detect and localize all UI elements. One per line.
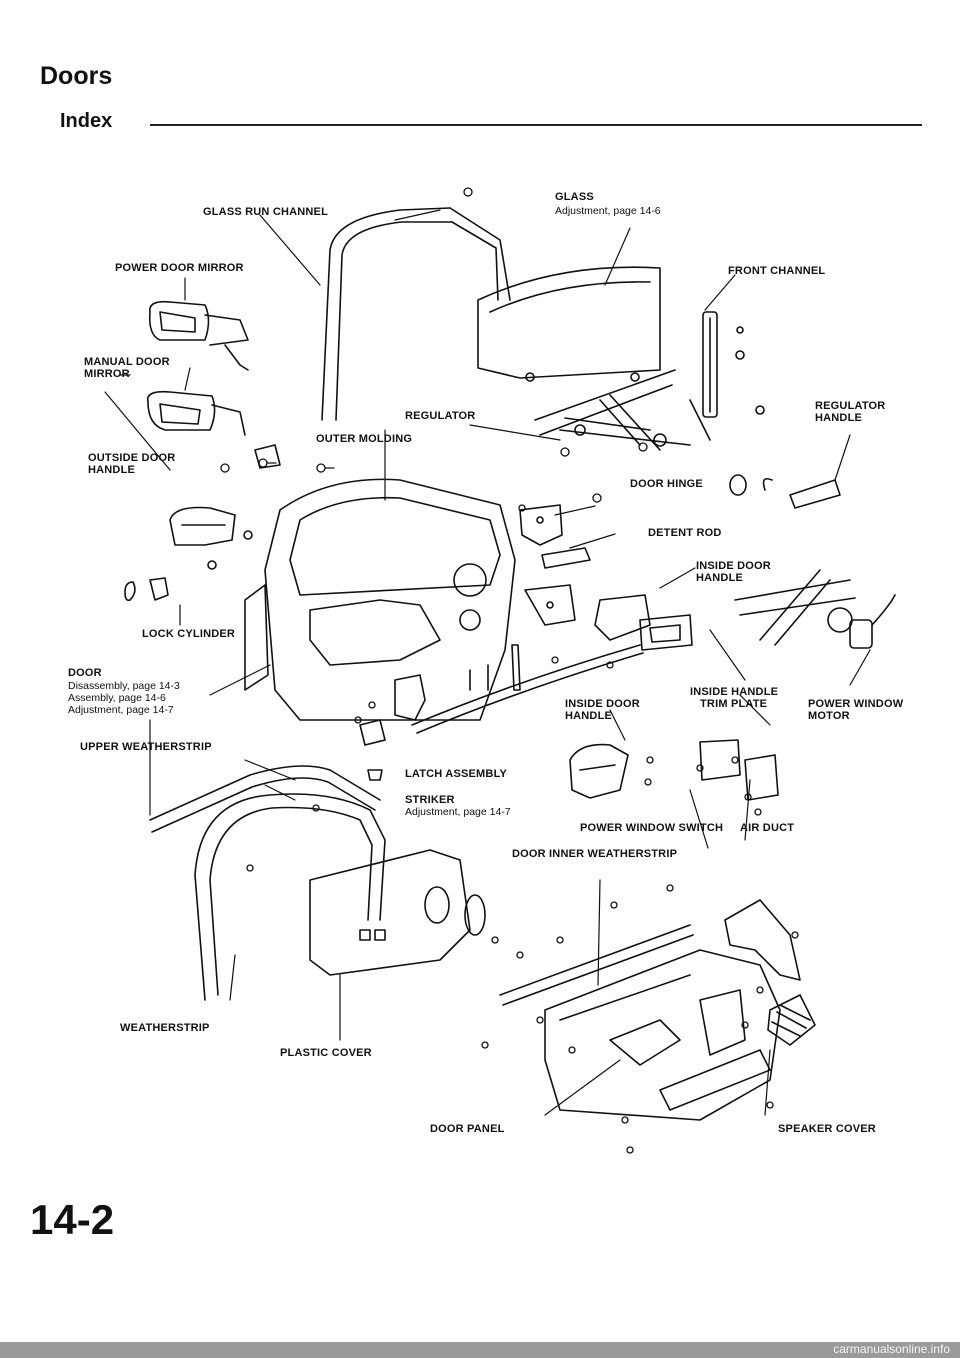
section-title: Doors: [40, 62, 113, 90]
label-glass-adjustment: Adjustment, page 14-6: [555, 205, 661, 217]
latch-assembly: [359, 644, 644, 746]
inside-handle-trim-plate: [699, 739, 779, 801]
lock-cylinder: [124, 577, 169, 602]
door-panel: [544, 949, 781, 1121]
label-outer-molding: OUTER MOLDING: [316, 433, 413, 445]
striker: [367, 769, 383, 781]
door-glass: [477, 266, 661, 382]
label-inside-handle-trim-plate-2: TRIM PLATE: [700, 698, 768, 710]
regulator-handle: [729, 474, 841, 509]
label-striker-adjustment: Adjustment, page 14-7: [405, 806, 511, 818]
label-power-window-switch: POWER WINDOW SWITCH: [580, 822, 724, 834]
front-channel: [702, 311, 765, 418]
label-manual-door-mirror-2: MIRROR: [84, 368, 130, 380]
air-duct: [724, 899, 801, 981]
page-number: 14-2: [30, 1196, 115, 1243]
label-glass-run-channel: GLASS RUN CHANNEL: [203, 206, 329, 218]
power-door-mirror: [148, 300, 249, 371]
door-inner-weatherstrip: [499, 924, 694, 1006]
label-speaker-cover: SPEAKER COVER: [778, 1123, 876, 1135]
label-glass: GLASS: [555, 191, 594, 203]
window-regulator: [534, 369, 711, 451]
label-inside-handle-trim-plate-1: INSIDE HANDLE: [690, 686, 779, 698]
header-rule: [150, 124, 922, 126]
label-striker: STRIKER: [405, 794, 455, 806]
label-power-window-motor-1: POWER WINDOW: [808, 698, 904, 710]
label-door-inner-weatherstrip: DOOR INNER WEATHERSTRIP: [512, 848, 678, 860]
label-door-hinge: DOOR HINGE: [630, 478, 703, 490]
inside-door-handle-upper: [594, 594, 693, 651]
label-regulator: REGULATOR: [405, 410, 476, 422]
label-power-window-motor-2: MOTOR: [808, 710, 850, 722]
label-outside-door-handle-1: OUTSIDE DOOR: [88, 452, 176, 464]
plastic-cover: [309, 849, 486, 976]
upper-weatherstrip: [149, 765, 381, 833]
label-door-panel: DOOR PANEL: [430, 1123, 505, 1135]
outside-door-handle: [169, 506, 253, 570]
subsection-title: Index: [60, 110, 113, 132]
label-power-door-mirror: POWER DOOR MIRROR: [115, 262, 244, 274]
label-upper-weatherstrip: UPPER WEATHERSTRIP: [80, 741, 212, 753]
detent-rod: [541, 547, 591, 569]
label-lock-cylinder: LOCK CYLINDER: [142, 628, 236, 640]
power-regulator: [734, 569, 856, 646]
label-door-disassembly: Disassembly, page 14-3: [68, 680, 180, 692]
label-inside-door-handle-mid-1: INSIDE DOOR: [565, 698, 640, 710]
label-regulator-handle-2: HANDLE: [815, 412, 863, 424]
label-air-duct: AIR DUCT: [740, 822, 795, 834]
label-manual-door-mirror-1: MANUAL DOOR: [84, 356, 170, 368]
weatherstrip: [194, 793, 386, 1001]
inside-door-handle-mid: [569, 743, 629, 799]
glass-run-channel: [321, 207, 511, 421]
label-plastic-cover: PLASTIC COVER: [280, 1047, 372, 1059]
armrest-pull: [659, 1049, 771, 1111]
label-regulator-handle-1: REGULATOR: [815, 400, 886, 412]
label-door-assembly: Assembly, page 14-6: [68, 692, 166, 704]
label-door-adjustment: Adjustment, page 14-7: [68, 704, 174, 716]
label-door: DOOR: [68, 667, 102, 679]
door-hinge: [519, 504, 576, 626]
label-latch-assembly: LATCH ASSEMBLY: [405, 768, 508, 780]
label-inside-door-handle-top-2: HANDLE: [696, 572, 744, 584]
power-window-motor: [849, 594, 896, 649]
watermark: carmanualsonline.info: [833, 1342, 950, 1356]
speaker-cover: [767, 994, 816, 1046]
leader-lines: [104, 209, 871, 1116]
fasteners: [220, 187, 799, 1154]
footer-bar: carmanualsonline.info: [0, 1342, 960, 1358]
manual-door-mirror: [146, 390, 281, 469]
label-weatherstrip: WEATHERSTRIP: [120, 1022, 210, 1034]
label-front-channel: FRONT CHANNEL: [728, 265, 826, 277]
label-inside-door-handle-top-1: INSIDE DOOR: [696, 560, 771, 572]
label-inside-door-handle-mid-2: HANDLE: [565, 710, 613, 722]
door-shell: [244, 478, 516, 721]
label-detent-rod: DETENT ROD: [648, 527, 722, 539]
label-outside-door-handle-2: HANDLE: [88, 464, 136, 476]
